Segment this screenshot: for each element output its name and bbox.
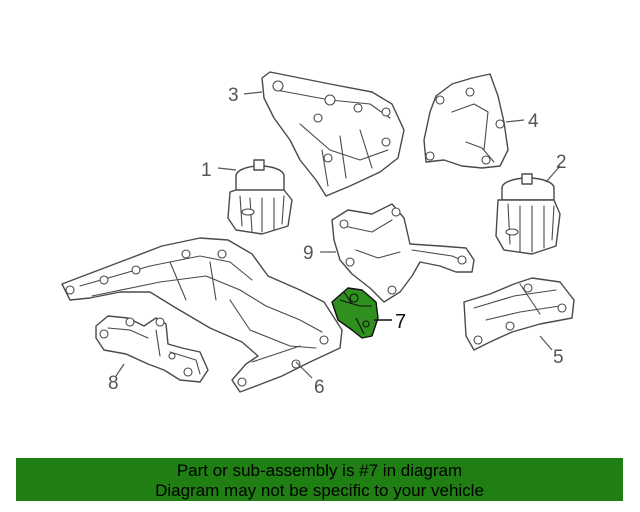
parts-diagram: 3 1 2 4 9 5 6 8 7 <box>61 71 575 398</box>
callout-3: 3 <box>228 85 239 106</box>
part-6-crossmember <box>61 237 343 393</box>
banner-line-2: Diagram may not be specific to your vehi… <box>155 481 484 500</box>
part-1-engine-mount <box>227 159 293 235</box>
part-8-mount-bracket <box>95 315 209 383</box>
callout-5: 5 <box>553 347 564 368</box>
callout-1: 1 <box>201 160 212 181</box>
part-5-bracket <box>463 277 575 351</box>
info-banner: Part or sub-assembly is #7 in diagram Di… <box>16 458 623 501</box>
part-7-highlighted <box>331 287 379 339</box>
part-9-transmission-bracket <box>331 203 475 303</box>
callout-8: 8 <box>108 373 119 394</box>
banner-line-1: Part or sub-assembly is #7 in diagram <box>176 461 463 480</box>
part-3-engine-bracket <box>261 71 405 197</box>
callout-4: 4 <box>528 111 539 132</box>
callout-6: 6 <box>314 377 325 398</box>
callout-9: 9 <box>303 243 314 264</box>
leader-lines <box>115 91 561 379</box>
part-4-bracket <box>423 73 509 169</box>
callout-7: 7 <box>395 311 406 333</box>
callout-2: 2 <box>556 152 567 173</box>
part-2-engine-mount <box>495 173 561 255</box>
